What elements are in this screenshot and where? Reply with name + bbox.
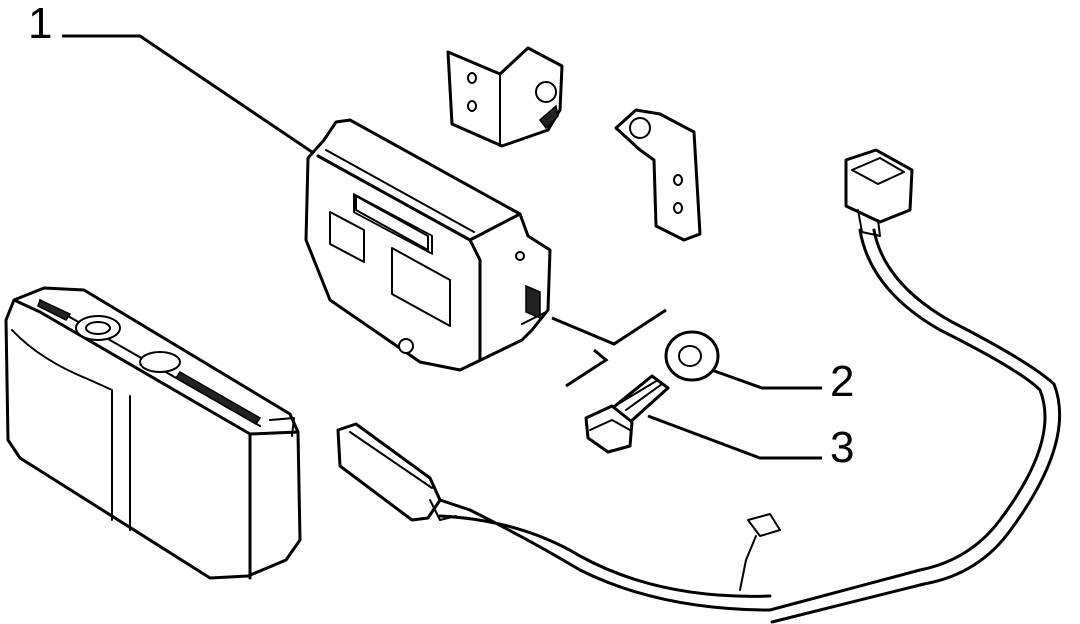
callout-3-leader [647,414,822,460]
washer-icon [664,330,720,382]
control-unit-icon [304,118,552,372]
callout-3: 3 [647,414,854,472]
mounting-bracket-icon-2 [614,108,702,242]
callout-2: 2 [705,357,854,406]
battery-icon [4,286,302,580]
callout-1-label: 1 [28,0,52,48]
mounting-bracket-icon [446,46,564,148]
callout-2-leader [705,366,822,390]
wiring-harness-icon [336,148,1062,624]
callout-3-label: 3 [830,423,854,472]
callout-1-leader [62,34,313,154]
callout-2-label: 2 [830,357,854,406]
bolt-icon [584,374,670,454]
callout-1: 1 [28,0,313,154]
explode-lines [551,308,667,388]
